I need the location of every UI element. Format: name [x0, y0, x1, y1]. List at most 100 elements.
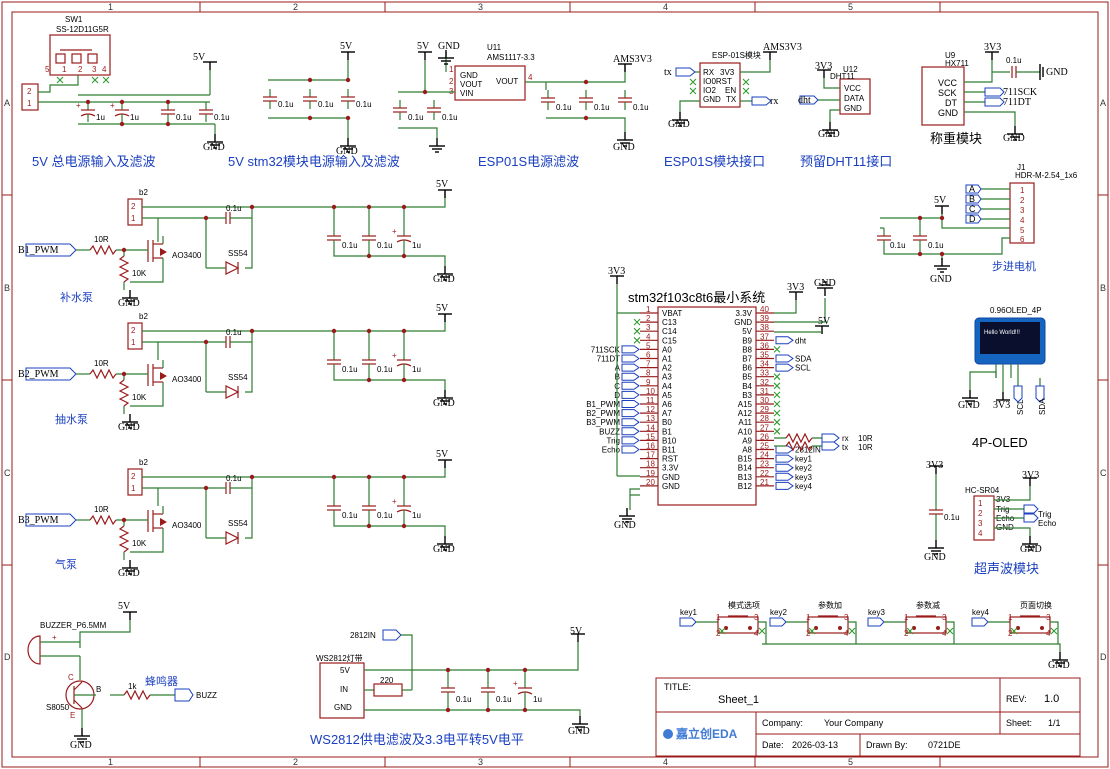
pump-b1-diode: SS54: [228, 249, 248, 258]
mcu-left-net: 711DT: [597, 355, 621, 364]
c-1u-b: 1u: [130, 113, 139, 122]
esp01s-module[interactable]: [699, 62, 741, 108]
sw1-switch[interactable]: [49, 34, 111, 76]
sheet-label: Sheet:: [1006, 718, 1032, 728]
mcu-right-pin-label: 3.3V: [736, 309, 753, 318]
svg-text:2: 2: [78, 65, 83, 74]
u12-value: DHT11: [830, 72, 855, 81]
j1-header[interactable]: [1009, 182, 1035, 244]
pump-b1-connector[interactable]: [127, 198, 143, 226]
pump-b3-gnd2: GND: [433, 544, 455, 555]
buzzer-symbol[interactable]: [27, 635, 41, 665]
pump-b2-conn-ref: b2: [139, 312, 148, 321]
oled-value: 0.96OLED_4P: [990, 306, 1042, 315]
stepper-c1: 0.1u: [890, 241, 906, 250]
svg-text:2: 2: [131, 202, 136, 211]
mcu-right-pin-label: B4: [742, 382, 752, 391]
pump-b3-pwm-flag: [25, 513, 77, 527]
pump-b2-gnd2: GND: [433, 398, 455, 409]
pump-b3-connector[interactable]: [127, 468, 143, 496]
u11-regulator[interactable]: [454, 65, 526, 101]
mcu-right-pin-label: A15: [738, 400, 753, 409]
key-function-label: 模式选项: [728, 600, 760, 610]
oled-section: 0.96OLED_4P Hello World!!! GND 3V3 SCL S…: [958, 306, 1047, 450]
mcu-left-net: B1_PWM: [586, 400, 620, 409]
date-value: 2026-03-13: [792, 740, 838, 750]
mcu-right-pin-label: B3: [742, 391, 752, 400]
key-net-label: key4: [972, 608, 989, 617]
u11-pin-gnd: GND: [460, 71, 478, 80]
j1-ref: J1: [1017, 163, 1026, 172]
mcu-left-net: A: [615, 364, 621, 373]
power-connector[interactable]: [21, 83, 39, 111]
hc-sr04-module[interactable]: [973, 495, 995, 541]
mcu-right-pin-num: 29: [760, 405, 769, 414]
pump-b3-pwm: B3_PWM: [18, 515, 59, 526]
pump-b2-diode: SS54: [228, 373, 248, 382]
mcu-right-pin-label: A11: [738, 418, 752, 427]
section-oled-title: 4P-OLED: [972, 435, 1028, 450]
mcu-right-pin-label: B9: [742, 336, 752, 345]
mcu-left-net: B3_PWM: [586, 418, 620, 427]
u9-hx711[interactable]: [921, 66, 965, 126]
j1-value: HDR-M-2.54_1x6: [1015, 171, 1078, 180]
u12-dht11[interactable]: [839, 78, 871, 115]
mcu-r-tx: 10R: [858, 443, 873, 452]
us-3v3-a: 3V3: [926, 460, 943, 471]
mcu-left-pin-num: 13: [646, 414, 655, 423]
frame-col-3: 3: [478, 2, 483, 12]
mcu-left-pin-num: 1: [646, 305, 651, 314]
svg-text:5: 5: [45, 65, 50, 74]
stepper-5v: 5V: [934, 195, 947, 206]
svg-text:2: 2: [806, 629, 811, 638]
c-01u-b: 0.1u: [214, 113, 230, 122]
key-net-label: key3: [868, 608, 885, 617]
mcu-left-pin-num: 16: [646, 442, 655, 451]
u11-pin-vin: VIN: [460, 89, 474, 98]
stepper-gnd: GND: [930, 274, 952, 285]
buzzer-section: 5V BUZZER_P6.5MM + B CE S8050 1k BUZZ GN…: [27, 601, 217, 751]
ws-c2: 0.1u: [496, 695, 512, 704]
net-5v-2: 5V: [340, 41, 353, 52]
pump-b2-r1: 10R: [94, 359, 109, 368]
net-flag-tx: [675, 67, 696, 77]
mcu-right-pin-num: 33: [760, 369, 769, 378]
stepper-c2: 0.1u: [928, 241, 944, 250]
esp-iface-section: ESP-01S模块 RX 3V3 IO0RST IO2 EN GND TX AM…: [664, 42, 802, 169]
mcu-right-pin-num: 30: [760, 396, 769, 405]
pump-b2-connector[interactable]: [127, 322, 143, 350]
esp-pin-io2: IO2: [703, 86, 716, 95]
hc-value: HC-SR04: [965, 486, 1000, 495]
mcu-right-pin-num: 25: [760, 442, 769, 451]
mcu-stm32-module[interactable]: [657, 306, 757, 506]
frame-row-a-right: A: [1100, 98, 1106, 108]
c-s3-a: 0.1u: [408, 113, 424, 122]
mcu-3v3-top: 3V3: [608, 266, 625, 277]
mcu-right-pin-label: B13: [738, 473, 753, 482]
pump-b3-mosfet: AO3400: [172, 521, 202, 530]
u9-pin-vcc: VCC: [938, 78, 958, 88]
mcu-right-pin-num: 24: [760, 451, 769, 460]
svg-text:1: 1: [131, 214, 136, 223]
u12-pin-vcc: VCC: [844, 84, 861, 93]
mcu-left-pin-num: 5: [646, 341, 651, 350]
c-s2-b: 0.1u: [318, 100, 334, 109]
mcu-right-net: SDA: [795, 355, 812, 364]
svg-text:4: 4: [942, 629, 947, 638]
pump-b1-cap: 0.1u: [226, 204, 242, 213]
buzzer-net: BUZZ: [196, 691, 217, 700]
mcu-right-pin-label: 5V: [742, 327, 752, 336]
c-s3-c: 0.1u: [556, 103, 572, 112]
svg-text:2: 2: [716, 629, 721, 638]
mcu-left-pin-label: A7: [662, 409, 672, 418]
net-ams3v3-1: AMS3V3: [613, 54, 652, 65]
c-01u-a: 0.1u: [176, 113, 192, 122]
pump-b3-diode: SS54: [228, 519, 248, 528]
mcu-left-pin-label: A5: [662, 391, 672, 400]
net-gnd-8: GND: [1003, 133, 1025, 144]
